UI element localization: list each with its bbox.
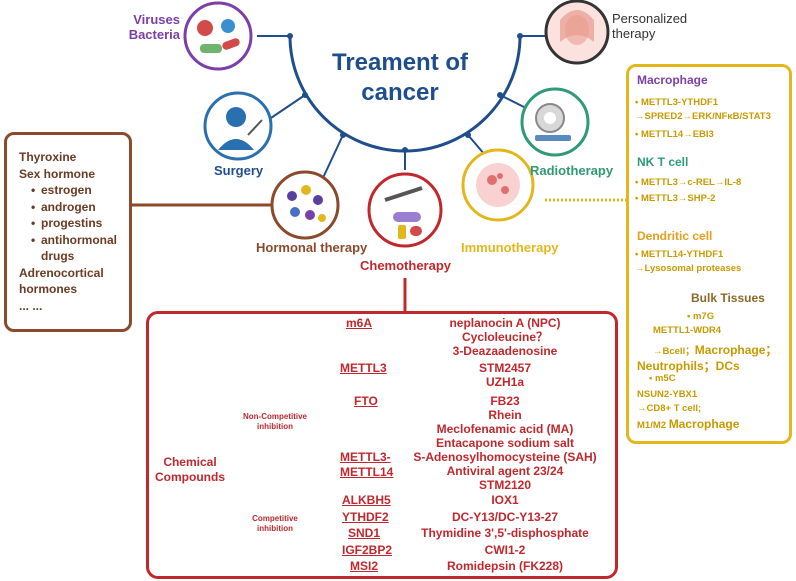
radiotherapy-machine-icon (520, 87, 590, 157)
chemotherapy-details-box (146, 311, 618, 579)
chemotherapy-syringe-icon (367, 172, 443, 248)
hormone-hormones: hormones (19, 282, 78, 296)
drugs-igf2bp2: CWI1-2 (484, 543, 526, 557)
target-alkbh5: ALKBH5 (342, 493, 391, 507)
center-title-line2: cancer (361, 79, 439, 106)
macrophage-title: Macrophage (637, 73, 708, 87)
target-m6a: m6A (346, 316, 373, 330)
drugs-mettl3: STM2457 UZH1a (478, 361, 532, 389)
hormone-ellipsis: ... ... (19, 298, 43, 313)
drugs-ythdf2: DC-Y13/DC-Y13-27 (451, 510, 559, 524)
center-title-line1: Treament of (331, 49, 469, 76)
competitive-label: Competitive inhibition (252, 514, 298, 533)
surgery-doctor-icon (203, 91, 273, 161)
target-fto: FTO (354, 394, 378, 408)
drugs-msi2: Romidepsin (FK228) (446, 559, 563, 573)
viruses-bacteria-label: Viruses Bacteria (128, 12, 180, 42)
hormone-adrenocortical: Adrenocortical (19, 265, 104, 280)
hormone-antihormonal: antihormonal (19, 232, 117, 249)
bulk-title: Bulk Tissues (691, 291, 765, 305)
drugs-mettl3-mettl14: S-Adenosylhomocysteine (SAH) Antiviral a… (413, 450, 597, 492)
macrophage-item-3: • METTL14→EBI3 (635, 129, 714, 140)
hormone-estrogen: estrogen (19, 182, 117, 199)
hormone-androgen: androgen (19, 199, 117, 216)
hormone-sex: Sex hormone (19, 166, 96, 181)
drugs-m6a: neplanocin A (NPC) Cycloleucine？ 3-Deaza… (449, 316, 561, 358)
immunotherapy-cell-icon (461, 148, 535, 222)
bulk-item-m1m2: M1/M2 Macrophage (637, 417, 740, 431)
dendritic-title: Dendritic cell (637, 229, 713, 243)
bulk-item-cd8: →CD8+ T cell; (637, 403, 702, 414)
bulk-item-bcell: →Bcell；Macrophage； (653, 343, 778, 357)
spoke-surgery (267, 94, 306, 121)
hormonal-details-box: Thyroxine Sex hormone estrogen androgen … (4, 132, 132, 332)
target-mettl3: METTL3 (340, 361, 387, 375)
macrophage-item-1: • METTL3-YTHDF1 (635, 97, 719, 108)
personalized-therapy-label: Personalized therapy (612, 11, 688, 41)
target-mettl3-mettl14: METTL3- METTL14 (340, 450, 394, 479)
drugs-fto: FB23 Rhein Meclofenamic acid (MA) Entaca… (435, 394, 575, 450)
hormone-thyroxine: Thyroxine (19, 150, 77, 164)
spoke-hormonal (321, 134, 344, 181)
target-msi2: MSI2 (350, 559, 379, 573)
virus-bacteria-icon (183, 1, 253, 71)
bulk-item-neutrophils: Neutrophils；DCs (637, 359, 740, 373)
target-ythdf2: YTHDF2 (342, 510, 389, 524)
bulk-item-nsun2: NSUN2-YBX1 (637, 389, 698, 400)
hormone-progestins: progestins (19, 215, 117, 232)
target-snd1: SND1 (348, 526, 381, 540)
drugs-alkbh5: IOX1 (491, 493, 519, 507)
chemotherapy-label: Chemotherapy (360, 258, 452, 273)
chemical-compounds-label: Chemical Compounds (155, 455, 225, 484)
hormone-drugs: drugs (41, 249, 75, 263)
noncompetitive-label: Non-Competitive inhibition (243, 412, 307, 431)
nkt-title: NK T cell (637, 155, 689, 169)
surgery-label: Surgery (214, 163, 264, 178)
immunotherapy-label: Immunotherapy (461, 240, 559, 255)
bulk-item-mettl1: METTL1-WDR4 (653, 325, 722, 336)
macrophage-item-2: →SPRED2→ERK/NFκB/STAT3 (635, 111, 771, 122)
dendritic-item-1: • METTL14-YTHDF1 (635, 249, 724, 260)
bulk-item-m5c: • m5C (649, 373, 676, 384)
dendritic-item-2: →Lysosomal proteases (635, 263, 742, 274)
nkt-item-2: • METTL3→SHP-2 (635, 193, 716, 204)
radiotherapy-label: Radiotherapy (530, 163, 614, 178)
drugs-snd1: Thymidine 3',5'-disphosphate (421, 526, 589, 540)
target-igf2bp2: IGF2BP2 (342, 543, 393, 557)
nkt-item-1: • METTL3→c-REL→IL-8 (635, 177, 742, 188)
bulk-item-m7g: • m7G (687, 311, 715, 322)
immunotherapy-details-box: Macrophage • METTL3-YTHDF1 →SPRED2→ERK/N… (626, 64, 792, 444)
personalized-person-icon (544, 0, 610, 65)
hormonal-therapy-label: Hormonal therapy (256, 240, 368, 255)
hormonal-pills-icon (270, 170, 340, 240)
spoke-immuno (467, 134, 486, 156)
center-title: Treament of cancer (300, 48, 500, 108)
